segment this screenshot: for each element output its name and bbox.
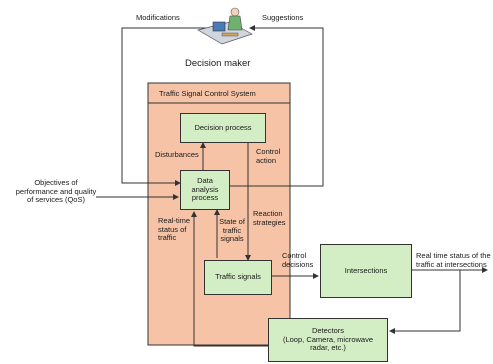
realtime-intersections-line-1: Real time status of the [416,251,491,260]
realtime-status-line-3: traffic [158,233,177,243]
modifications-arrow [121,27,208,186]
objectives-line-3: of services (QoS) [27,195,85,205]
reaction-strategies-label: Reaction strategies [253,209,286,227]
modifications-label: Modifications [136,13,180,22]
state-of-signals-line-3: signals [220,234,244,244]
data-analysis-line-3: process [191,193,219,203]
system-title: Traffic Signal Control System [159,89,256,98]
traffic-signals-box: Traffic signals [204,260,272,295]
realtime-status-of-traffic-label: Real-time status of traffic [158,216,191,243]
realtime-intersections-line-2: traffic at intersections [416,259,487,269]
decision-process-label: Decision process [194,122,252,132]
detectors-to-analysis-arrow [191,211,268,347]
detectors-line-2: (Loop, Camera, microwave [282,334,374,344]
control-action-label: Control action [256,147,281,165]
feedback-to-detectors-arrow [389,270,461,334]
data-analysis-box: Data analysis process [180,170,230,210]
realtime-intersections-label: Real time status of the traffic at inter… [416,251,491,269]
detectors-line-1: Detectors [311,326,345,336]
data-analysis-line-2: analysis [191,184,219,194]
person-at-computer-icon [197,7,253,45]
control-decisions-label: Control decisions [282,251,314,269]
suggestions-arrow [230,25,324,187]
state-of-signals-line-1: State of [219,217,245,226]
intersections-label: Intersections [344,265,388,275]
intersections-box: Intersections [320,244,412,298]
realtime-status-line-2: status of [158,224,187,234]
decision-maker-label: Decision maker [185,58,251,69]
control-decisions-line-2: decisions [282,259,314,269]
traffic-signals-label: Traffic signals [215,272,261,282]
control-action-line-2: action [256,155,277,165]
decision-process-box: Decision process [180,113,266,143]
state-of-signals-line-2: traffic [222,225,242,235]
reaction-strategies-line-2: strategies [253,217,286,227]
control-action-line-1: Control [256,147,281,156]
objectives-line-1: Objectives of [34,178,78,187]
data-analysis-line-1: Data [197,176,213,186]
reaction-strategies-line-1: Reaction [253,209,283,218]
detectors-box: Detectors (Loop, Camera, microwave radar… [268,318,388,362]
objectives-line-2: performance and quality [15,186,97,196]
state-of-signals-label: State of traffic signals [215,217,249,244]
objectives-label: Objectives of performance and quality of… [8,178,104,205]
disturbances-label: Disturbances [155,150,199,159]
suggestions-label: Suggestions [262,13,304,22]
detectors-line-3: radar, etc.) [310,343,346,353]
control-decisions-line-1: Control [282,251,307,260]
realtime-status-line-1: Real-time [158,216,191,225]
